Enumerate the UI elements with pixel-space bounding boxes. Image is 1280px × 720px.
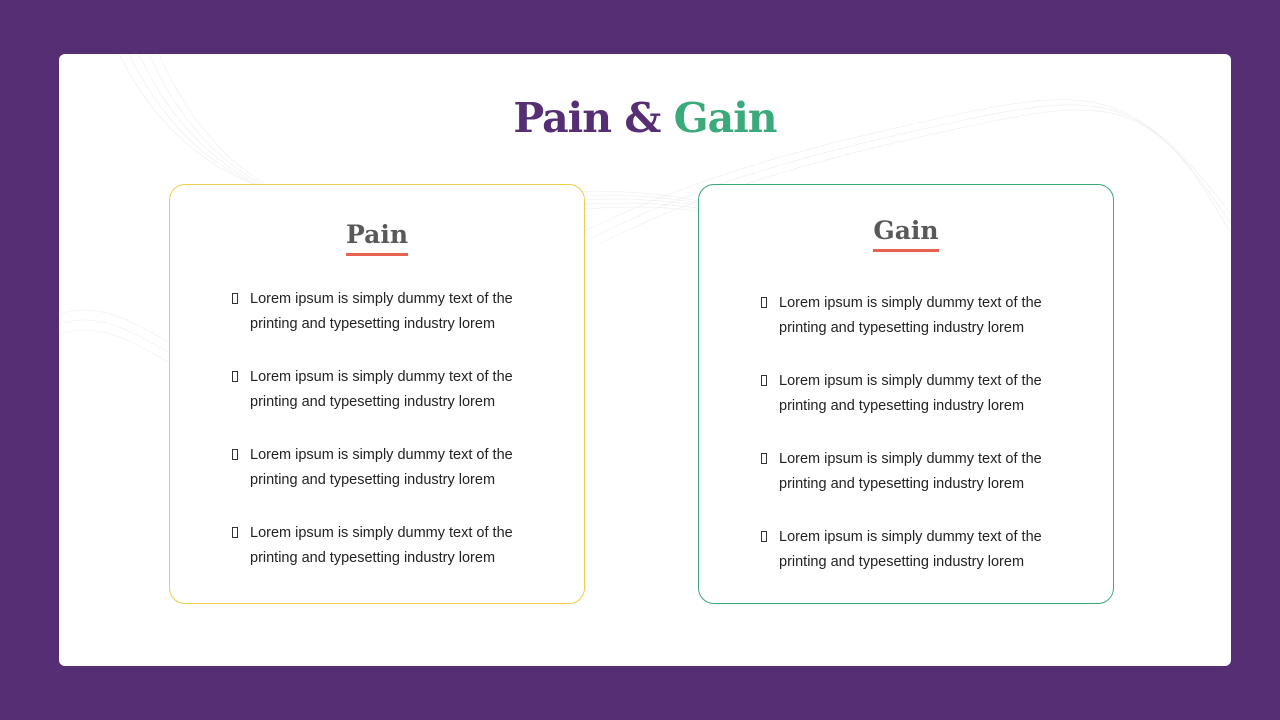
gain-card-heading: Gain bbox=[699, 215, 1113, 252]
list-item-line: printing and typesetting industry lorem bbox=[250, 394, 496, 410]
bullet-icon bbox=[232, 293, 238, 304]
list-item: Lorem ipsum is simply dummy text of the … bbox=[759, 525, 1089, 575]
list-item: Lorem ipsum is simply dummy text of the … bbox=[759, 447, 1089, 497]
list-item: Lorem ipsum is simply dummy text of the … bbox=[759, 369, 1089, 419]
slide-title-pain: Pain & bbox=[513, 94, 661, 142]
list-item-line: Lorem ipsum is simply dummy text of the bbox=[779, 451, 1042, 467]
list-item-line: Lorem ipsum is simply dummy text of the bbox=[779, 373, 1042, 389]
list-item-line: printing and typesetting industry lorem bbox=[250, 550, 496, 566]
list-item: Lorem ipsum is simply dummy text of the … bbox=[230, 521, 560, 571]
list-item-line: Lorem ipsum is simply dummy text of the bbox=[250, 369, 513, 385]
slide-title-gain: Gain bbox=[673, 94, 778, 142]
bullet-icon bbox=[761, 453, 767, 464]
gain-list: Lorem ipsum is simply dummy text of the … bbox=[759, 291, 1089, 603]
list-item-line: Lorem ipsum is simply dummy text of the bbox=[250, 525, 513, 541]
list-item: Lorem ipsum is simply dummy text of the … bbox=[230, 443, 560, 493]
list-item-line: printing and typesetting industry lorem bbox=[250, 316, 496, 332]
list-item: Lorem ipsum is simply dummy text of the … bbox=[230, 287, 560, 337]
list-item-line: printing and typesetting industry lorem bbox=[779, 554, 1025, 570]
bullet-icon bbox=[232, 371, 238, 382]
bullet-icon bbox=[761, 297, 767, 308]
list-item-line: printing and typesetting industry lorem bbox=[779, 398, 1025, 414]
gain-card: Gain Lorem ipsum is simply dummy text of… bbox=[698, 184, 1114, 604]
list-item: Lorem ipsum is simply dummy text of the … bbox=[759, 291, 1089, 341]
bullet-icon bbox=[761, 375, 767, 386]
pain-card: Pain Lorem ipsum is simply dummy text of… bbox=[169, 184, 585, 604]
list-item-line: printing and typesetting industry lorem bbox=[779, 476, 1025, 492]
pain-card-heading: Pain bbox=[170, 219, 584, 256]
list-item-line: Lorem ipsum is simply dummy text of the bbox=[250, 447, 513, 463]
list-item-line: printing and typesetting industry lorem bbox=[250, 472, 496, 488]
bullet-icon bbox=[232, 527, 238, 538]
list-item-line: printing and typesetting industry lorem bbox=[779, 320, 1025, 336]
pain-list: Lorem ipsum is simply dummy text of the … bbox=[230, 287, 560, 599]
bullet-icon bbox=[232, 449, 238, 460]
list-item: Lorem ipsum is simply dummy text of the … bbox=[230, 365, 560, 415]
slide: Pain & Gain Pain Lorem ipsum is simply d… bbox=[59, 54, 1231, 666]
list-item-line: Lorem ipsum is simply dummy text of the bbox=[779, 295, 1042, 311]
slide-title: Pain & Gain bbox=[59, 92, 1231, 144]
list-item-line: Lorem ipsum is simply dummy text of the bbox=[250, 291, 513, 307]
bullet-icon bbox=[761, 531, 767, 542]
list-item-line: Lorem ipsum is simply dummy text of the bbox=[779, 529, 1042, 545]
